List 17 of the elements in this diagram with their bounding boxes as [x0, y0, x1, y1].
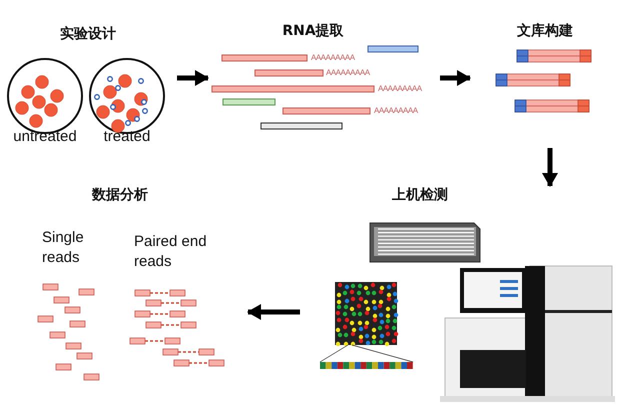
arrow	[177, 70, 209, 86]
arrow	[247, 304, 300, 320]
poly-a-tail-label: AAAAAAAAA	[326, 68, 370, 77]
step-title: 实验设计	[60, 25, 116, 43]
sample-label: untreated	[12, 128, 78, 145]
read-type-label: Single reads	[42, 228, 85, 268]
read-type-label: Paired end reads	[134, 232, 208, 272]
poly-a-tail-label: AAAAAAAAA	[378, 84, 422, 93]
step-title: 上机检测	[392, 186, 448, 204]
step-title: 文库构建	[517, 22, 573, 40]
arrow	[542, 148, 558, 187]
arrow	[440, 70, 471, 86]
poly-a-tail-label: AAAAAAAAA	[311, 53, 355, 62]
step-title: RNA提取	[282, 22, 344, 40]
poly-a-tail-label: AAAAAAAAA	[374, 106, 418, 115]
sample-label: treated	[102, 128, 152, 145]
step-title: 数据分析	[92, 186, 148, 204]
